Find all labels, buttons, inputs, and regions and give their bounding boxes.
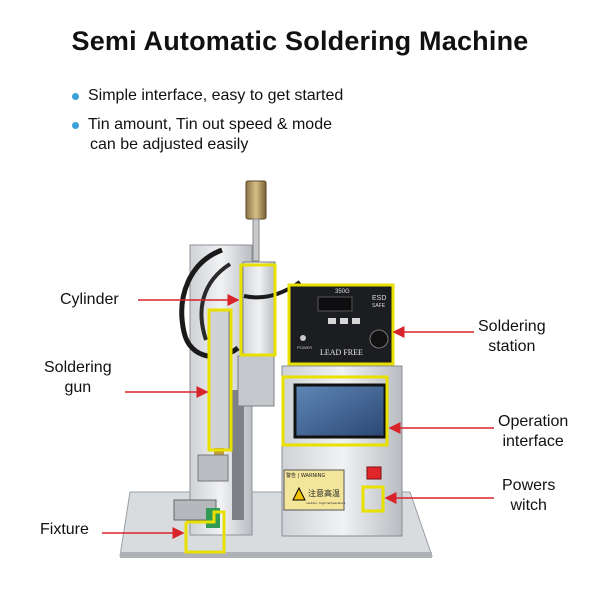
feature-text: can be adjusted easily: [90, 136, 249, 153]
gun-holder: [208, 309, 230, 451]
callout-label-operation-interface: Operation interface: [498, 413, 569, 450]
highlight-fixture: [184, 510, 226, 554]
station-esd-label: ESD: [372, 295, 386, 302]
station-button: [352, 318, 360, 324]
highlight-soldering-station: [287, 283, 395, 366]
feature-item-continued: can be adjusted easily: [72, 135, 343, 155]
station-button: [328, 318, 336, 324]
warning-subtext: caution, high temperature: [306, 501, 346, 505]
bullet-dot-icon: [72, 93, 79, 100]
warning-text: 注意高温: [308, 488, 340, 498]
feature-list: Simple interface, easy to get started Ti…: [72, 86, 343, 164]
feature-text: Tin amount, Tin out speed & mode: [88, 116, 332, 133]
cylinder-rod: [252, 218, 260, 262]
cylinder-cap: [245, 180, 267, 220]
feature-text: Simple interface, easy to get started: [88, 87, 344, 104]
highlight-soldering-gun: [207, 308, 233, 452]
power-switch-red: [366, 466, 382, 480]
callout-label-cylinder: Cylinder: [60, 291, 119, 308]
feature-item: Tin amount, Tin out speed & mode: [72, 115, 343, 135]
highlight-power-switch: [361, 485, 385, 513]
station-power-dot: [300, 335, 306, 341]
highlight-cylinder: [239, 263, 277, 357]
warning-heading: 警告 | WARNING: [286, 472, 325, 479]
callout-label-fixture: Fixture: [40, 521, 89, 538]
warning-sticker: [283, 469, 345, 511]
station-display: [317, 296, 353, 312]
gun-bracket: [197, 454, 229, 482]
base-plate-edge: [120, 552, 432, 558]
cylinder-body: [242, 261, 276, 355]
station-safe-label: SAFE: [372, 303, 386, 309]
cable: [199, 262, 232, 341]
callout-label-soldering-gun: Soldering gun: [44, 359, 112, 396]
station-button: [340, 318, 348, 324]
cylinder-slide: [237, 355, 275, 407]
station-knob: [369, 329, 389, 349]
highlight-operation-interface: [281, 375, 389, 447]
station-power-label: POWER: [297, 345, 312, 350]
station-model-label: 350G: [335, 289, 350, 295]
feature-item: Simple interface, easy to get started: [72, 86, 343, 106]
touch-screen: [293, 383, 387, 439]
bullet-dot-icon: [72, 122, 79, 129]
callout-label-soldering-station: Soldering station: [478, 318, 546, 355]
callout-label-power-switch: Powers witch: [502, 477, 556, 514]
station-lead-free-label: LEAD FREE: [320, 348, 363, 357]
column-slot: [232, 390, 244, 520]
page-title: Semi Automatic Soldering Machine: [71, 26, 529, 56]
warning-triangle-icon: [292, 486, 306, 501]
